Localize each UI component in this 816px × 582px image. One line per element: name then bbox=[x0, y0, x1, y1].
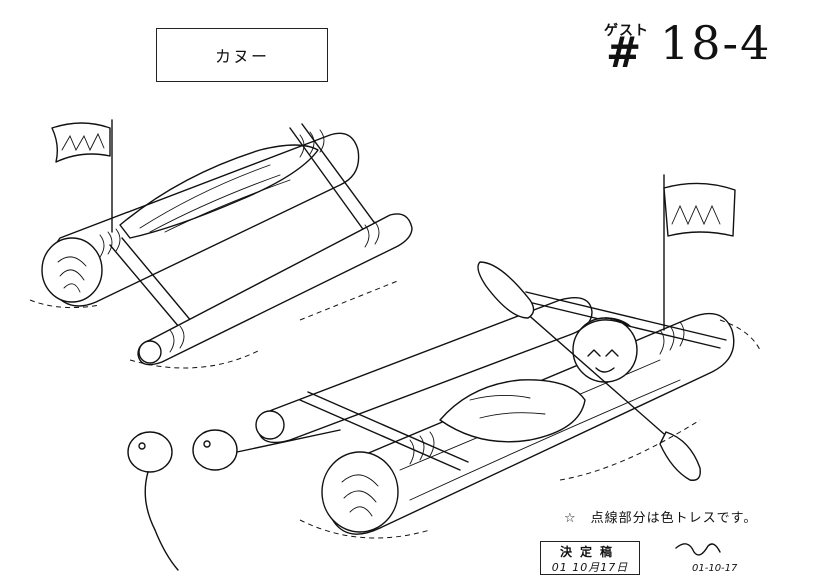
episode-hash-mark: # bbox=[606, 28, 642, 77]
rider-canoe-drawing bbox=[127, 174, 761, 571]
signature-mark bbox=[675, 543, 721, 556]
guest-label: ゲスト bbox=[604, 23, 649, 39]
approval-stamp: 決定稿 01 10月17日 bbox=[540, 541, 640, 575]
sheet-title-box: カヌー bbox=[156, 28, 328, 82]
signature-date: 01-10-17 bbox=[692, 563, 738, 574]
empty-canoe-drawing bbox=[29, 119, 413, 369]
stamp-date: 01 10月17日 bbox=[551, 561, 629, 574]
episode-number: 18-4 bbox=[660, 16, 772, 70]
dotted-line-note: ☆ 点線部分は色トレスです。 bbox=[564, 511, 758, 526]
stamp-title: 決定稿 bbox=[559, 545, 620, 559]
sheet-title: カヌー bbox=[214, 47, 269, 66]
